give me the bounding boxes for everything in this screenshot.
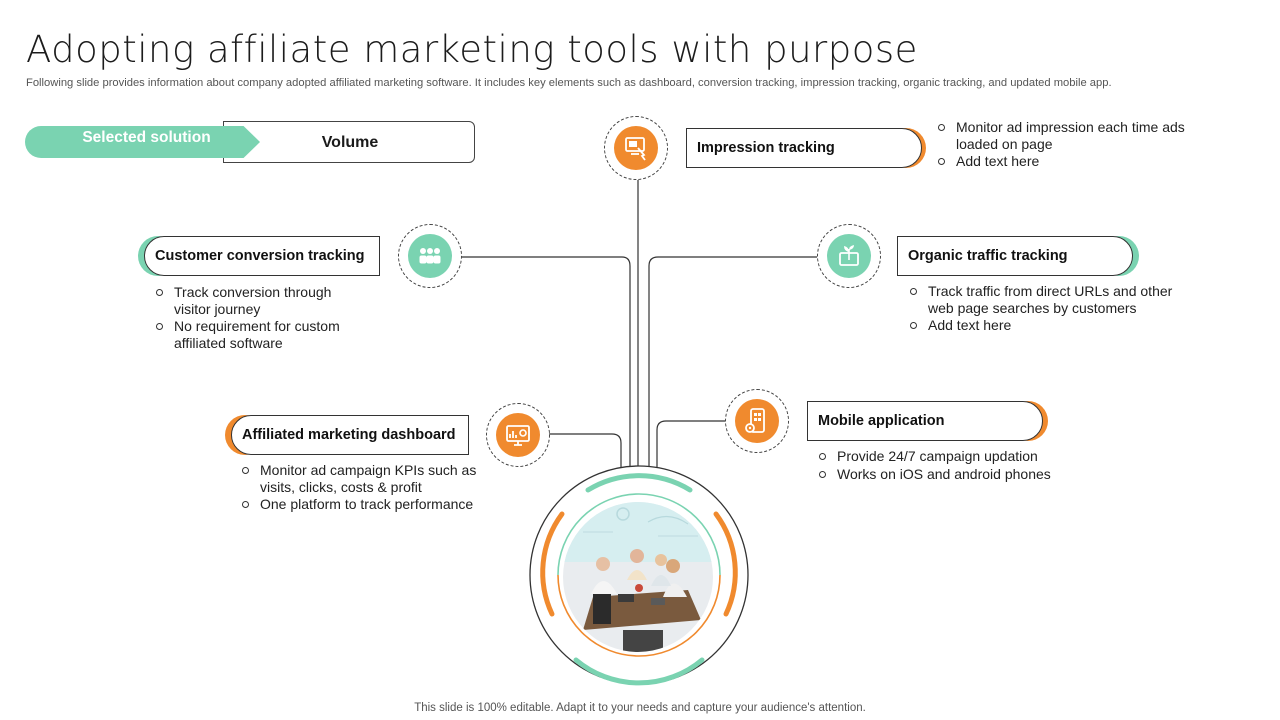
plant-screen-icon — [827, 234, 871, 278]
conversion-bullets: Track conversion through visitor journey… — [156, 284, 366, 352]
mobile-bullets: Provide 24/7 campaign updation Works on … — [819, 448, 1079, 483]
organic-icon-ring — [817, 224, 881, 288]
organic-label-box: Organic traffic tracking — [897, 236, 1133, 276]
dashboard-icon-ring — [486, 403, 550, 467]
selected-solution-value: Volume — [321, 134, 379, 151]
dashboard-bullet-2: One platform to track performance — [242, 496, 492, 513]
conversion-icon-ring — [398, 224, 462, 288]
mobile-icon-ring — [725, 389, 789, 453]
impression-bullets: Monitor ad impression each time ads load… — [938, 119, 1198, 171]
dashboard-bullets: Monitor ad campaign KPIs such as visits,… — [242, 462, 492, 514]
page-subtitle: Following slide provides information abo… — [26, 77, 1112, 89]
organic-bullets: Track traffic from direct URLs and other… — [910, 283, 1190, 335]
page-footer: This slide is 100% editable. Adapt it to… — [414, 702, 866, 714]
organic-label: Organic traffic tracking — [908, 248, 1068, 264]
connector-dashboard — [549, 433, 622, 468]
dashboard-label: Affiliated marketing dashboard — [242, 427, 456, 443]
connector-organic — [648, 256, 817, 466]
impression-icon-ring — [604, 116, 668, 180]
conversion-bullet-1: Track conversion through visitor journey — [156, 284, 366, 317]
team-meeting-photo — [563, 502, 713, 652]
dashboard-label-box: Affiliated marketing dashboard — [231, 415, 469, 455]
conversion-label-box: Customer conversion tracking — [144, 236, 380, 276]
mobile-bullet-1: Provide 24/7 campaign updation — [819, 448, 1079, 465]
mobile-label: Mobile application — [818, 413, 945, 429]
organic-bullet-1: Track traffic from direct URLs and other… — [910, 283, 1190, 316]
conversion-label: Customer conversion tracking — [155, 248, 365, 264]
dashboard-bullet-1: Monitor ad campaign KPIs such as visits,… — [242, 462, 492, 495]
impression-bullet-1: Monitor ad impression each time ads load… — [938, 119, 1198, 152]
monitor-hand-icon — [614, 126, 658, 170]
conversion-bullet-2: No requirement for custom affiliated sof… — [156, 318, 366, 351]
dashboard-monitor-icon — [496, 413, 540, 457]
connector-conversion — [462, 256, 631, 466]
impression-label: Impression tracking — [697, 140, 835, 156]
mobile-gear-icon — [735, 399, 779, 443]
selected-solution-tag — [25, 126, 260, 158]
mobile-bullet-2: Works on iOS and android phones — [819, 466, 1079, 483]
organic-bullet-2: Add text here — [910, 317, 1190, 334]
page-title: Adopting affiliate marketing tools with … — [26, 28, 918, 71]
group-users-icon — [408, 234, 452, 278]
mobile-label-box: Mobile application — [807, 401, 1043, 441]
impression-label-box: Impression tracking — [686, 128, 922, 168]
impression-bullet-2: Add text here — [938, 153, 1198, 170]
selected-solution-label: Selected solution — [82, 129, 211, 146]
connector-mobile — [656, 420, 725, 468]
